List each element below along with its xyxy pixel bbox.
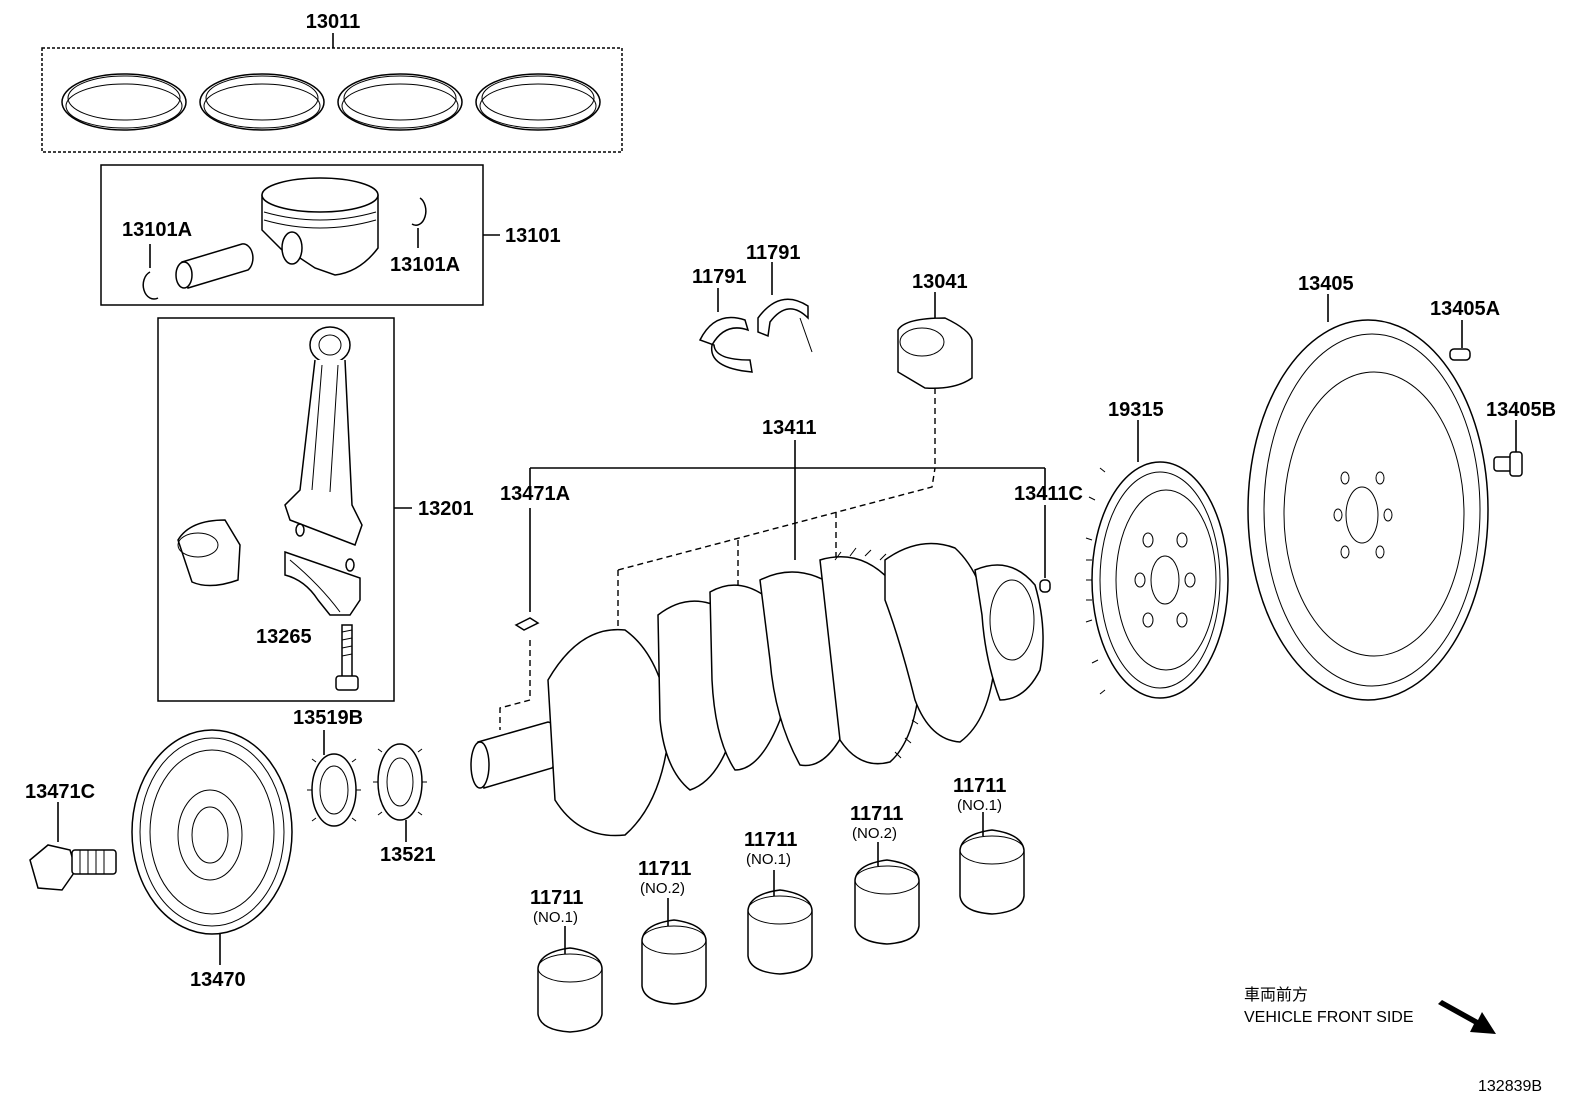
crankshaft[interactable] xyxy=(470,440,1046,837)
piston-ring-1[interactable] xyxy=(61,73,187,131)
flywheel-bolt[interactable] xyxy=(1493,420,1523,477)
connecting-rod-group xyxy=(157,317,412,702)
crankshaft-pulley[interactable] xyxy=(131,729,293,965)
flywheel-dowel-pin[interactable] xyxy=(1449,320,1471,361)
piston[interactable] xyxy=(261,177,379,276)
piston-ring-2[interactable] xyxy=(199,73,325,131)
label-11711-3-no: (NO.1) xyxy=(746,851,791,868)
main-bearing-1[interactable] xyxy=(537,926,603,1033)
label-11791-a[interactable]: 11791 xyxy=(692,266,747,288)
label-11711-5[interactable]: 11711 xyxy=(953,775,1006,797)
connecting-rod-cap[interactable] xyxy=(284,550,361,616)
label-13101A-right[interactable]: 13101A xyxy=(390,254,460,276)
label-13101A-left[interactable]: 13101A xyxy=(122,219,192,241)
label-11711-5-no: (NO.1) xyxy=(957,797,1002,814)
crank-timing-gear[interactable] xyxy=(307,730,361,827)
snap-ring-right[interactable] xyxy=(411,197,427,226)
label-13041[interactable]: 13041 xyxy=(912,271,968,293)
label-13405A[interactable]: 13405A xyxy=(1430,298,1500,320)
label-13521[interactable]: 13521 xyxy=(380,844,436,866)
label-13411C[interactable]: 13411C xyxy=(1014,483,1083,505)
label-13265[interactable]: 13265 xyxy=(256,626,312,648)
label-11791-b[interactable]: 11791 xyxy=(746,242,801,264)
label-13405[interactable]: 13405 xyxy=(1298,273,1354,295)
connecting-rod-bolt[interactable] xyxy=(335,624,359,691)
timing-rotor-plate[interactable] xyxy=(1085,420,1229,699)
main-bearing-3[interactable] xyxy=(747,870,813,975)
label-11711-2-no: (NO.2) xyxy=(640,880,685,897)
piston-pin[interactable] xyxy=(175,243,254,289)
pulley-bolt[interactable] xyxy=(29,802,117,891)
direction-label-english: VEHICLE FRONT SIDE xyxy=(1244,1009,1414,1026)
crankshaft-sprocket[interactable] xyxy=(373,743,427,842)
thrust-washer-b[interactable] xyxy=(757,262,813,353)
crankshaft-pin[interactable] xyxy=(1039,505,1051,593)
label-13411[interactable]: 13411 xyxy=(762,417,817,439)
label-11711-3[interactable]: 11711 xyxy=(744,829,797,851)
connecting-rod[interactable] xyxy=(284,326,363,572)
label-13471A[interactable]: 13471A xyxy=(500,483,570,505)
label-11711-2[interactable]: 11711 xyxy=(638,858,691,880)
front-direction-arrow-icon xyxy=(1438,1000,1496,1034)
figure-id: 132839B xyxy=(1478,1078,1542,1095)
label-13101[interactable]: 13101 xyxy=(505,225,561,247)
flywheel[interactable] xyxy=(1247,294,1489,701)
main-bearing-5[interactable] xyxy=(959,812,1025,915)
label-13470[interactable]: 13470 xyxy=(190,969,246,991)
snap-ring-left[interactable] xyxy=(142,271,159,300)
piston-ring-set-group xyxy=(41,33,623,153)
label-13519B[interactable]: 13519B xyxy=(293,707,363,729)
label-19315[interactable]: 19315 xyxy=(1108,399,1164,421)
label-11711-4[interactable]: 11711 xyxy=(850,803,903,825)
thrust-washer-a[interactable] xyxy=(698,288,753,373)
label-11711-1[interactable]: 11711 xyxy=(530,887,583,909)
piston-ring-4[interactable] xyxy=(475,73,601,131)
label-13471C[interactable]: 13471C xyxy=(25,781,95,803)
direction-label-japanese: 車両前方 xyxy=(1244,986,1308,1004)
label-13405B[interactable]: 13405B xyxy=(1486,399,1556,421)
piston-ring-3[interactable] xyxy=(337,73,463,131)
label-13201[interactable]: 13201 xyxy=(418,498,474,520)
label-13011[interactable]: 13011 xyxy=(306,11,361,33)
connecting-rod-bearing[interactable] xyxy=(177,519,241,587)
piston-group xyxy=(100,164,500,306)
crankshaft-bearing[interactable] xyxy=(897,292,973,468)
label-11711-1-no: (NO.1) xyxy=(533,909,578,926)
main-bearing-4[interactable] xyxy=(854,842,920,945)
label-11711-4-no: (NO.2) xyxy=(852,825,897,842)
crankshaft-key[interactable] xyxy=(514,508,540,631)
main-bearing-2[interactable] xyxy=(641,898,707,1005)
